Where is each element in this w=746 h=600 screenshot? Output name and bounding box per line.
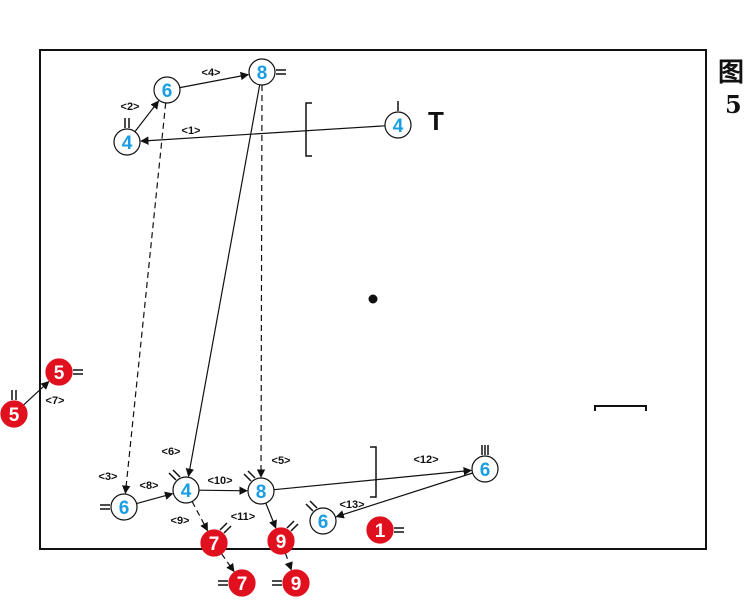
run-arrow-9: [191, 501, 209, 532]
player-circle: [113, 128, 141, 156]
facing-tick: [172, 469, 181, 478]
figure-label-char: 图: [718, 58, 745, 88]
step-label-9: <9>: [171, 515, 190, 527]
player-circle: [153, 76, 181, 104]
player-circle: [228, 569, 256, 597]
pass-arrow-13: [335, 472, 473, 519]
player-b6-bl: 6: [100, 493, 138, 521]
facing-tick: [247, 470, 256, 479]
step-label-13: <13>: [339, 499, 364, 511]
step-label-4: <4>: [202, 67, 221, 79]
player-number: 6: [162, 81, 173, 102]
player-r5-b: 5: [45, 358, 83, 386]
pass-arrow-10: [198, 486, 248, 495]
figure-label-number: 5: [725, 90, 742, 119]
step-label-3: <3>: [99, 471, 118, 483]
player-circle: [110, 493, 138, 521]
step-label-7: <7>: [46, 395, 65, 407]
player-r7-a: 7: [200, 522, 232, 557]
player-b6-r: 6: [471, 445, 499, 483]
step-label-10: <10>: [207, 475, 232, 487]
facing-tick: [219, 522, 228, 531]
player-number: 5: [9, 405, 20, 426]
player-circle: [366, 516, 394, 544]
pass-arrow-12: [273, 466, 472, 491]
player-number: 1: [375, 521, 386, 542]
facing-tick: [309, 500, 318, 509]
player-circle: [200, 529, 228, 557]
screen-bracket-top: [305, 102, 312, 157]
facing-tick: [223, 525, 232, 534]
player-number: 7: [237, 574, 248, 595]
right-bracket-mark: [594, 405, 647, 411]
player-b8-top: 8: [248, 58, 286, 86]
player-number: 4: [181, 481, 192, 502]
player-b4-top: 4: [113, 118, 141, 156]
marker-t: T: [428, 106, 444, 136]
step-label-2: <2>: [121, 101, 140, 113]
run-arrow-9-extra: [284, 552, 293, 571]
player-b4-right: 4: [384, 101, 412, 139]
player-circle: [309, 507, 337, 535]
step-label-1: <1>: [182, 125, 201, 137]
player-r7-b: 7: [218, 569, 256, 597]
player-circle: [384, 111, 412, 139]
player-number: 6: [119, 498, 130, 519]
player-number: 7: [209, 534, 220, 555]
player-r9-b: 9: [272, 569, 310, 597]
player-number: 4: [122, 133, 133, 154]
player-number: 4: [393, 116, 404, 137]
player-circle: [267, 527, 295, 555]
player-circle: [172, 476, 200, 504]
step-label-12: <12>: [413, 454, 438, 466]
player-circle: [248, 58, 276, 86]
run-arrow-7-extra: [221, 553, 235, 573]
step-label-11: <11>: [231, 511, 255, 523]
facing-tick: [290, 523, 299, 532]
player-number: 5: [54, 363, 65, 384]
screen-bracket-bottom: [370, 446, 377, 498]
facing-tick: [286, 520, 295, 529]
run-arrow-5: [256, 84, 266, 478]
player-b4-bot: 4: [168, 469, 200, 504]
player-number: 9: [276, 532, 287, 553]
player-number: 9: [291, 574, 302, 595]
center-dot: [368, 294, 378, 304]
player-r5-a: 5: [0, 390, 28, 428]
player-r1: 1: [366, 516, 404, 544]
pass-arrow-2: [134, 100, 160, 133]
step-label-8: <8>: [140, 480, 159, 492]
player-circle: [0, 400, 28, 428]
pass-arrow-6: [185, 84, 261, 478]
facing-tick: [305, 503, 314, 512]
step-label-5: <5>: [272, 455, 291, 467]
player-number: 6: [480, 460, 491, 481]
pass-arrow-7: [23, 381, 50, 406]
facing-tick: [168, 472, 177, 481]
step-label-6: <6>: [162, 446, 181, 458]
court-boundary: [39, 49, 707, 550]
pass-arrow-8: [136, 491, 174, 505]
player-r9-a: 9: [267, 520, 299, 555]
run-arrow-3: [121, 102, 167, 494]
player-b6-top: 6: [153, 76, 181, 104]
player-number: 6: [318, 512, 329, 533]
player-circle: [471, 455, 499, 483]
player-number: 8: [256, 482, 267, 503]
pass-arrow-11: [265, 502, 277, 529]
pass-arrow-1: [140, 125, 386, 145]
player-circle: [282, 569, 310, 597]
player-b8-bot: 8: [243, 470, 275, 505]
pass-arrow-4: [179, 71, 250, 89]
player-b6-b: 6: [305, 500, 337, 535]
player-number: 8: [257, 63, 268, 84]
player-circle: [45, 358, 73, 386]
facing-tick: [243, 473, 252, 482]
player-circle: [247, 477, 275, 505]
